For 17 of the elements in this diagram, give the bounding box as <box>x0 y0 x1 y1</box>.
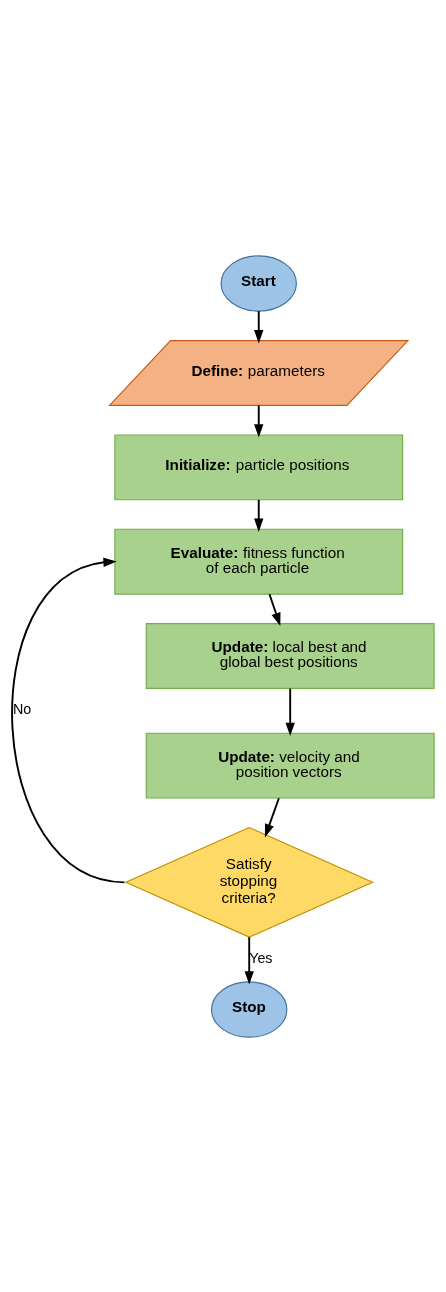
node-box: Update: velocity and position vectors <box>145 732 435 799</box>
arrow <box>268 592 281 626</box>
edge-label: Yes <box>249 949 273 966</box>
node-ellipse: Stop <box>211 980 288 1038</box>
arrow <box>254 309 264 343</box>
node-ellipse: Start <box>220 254 297 312</box>
arrow <box>264 796 280 837</box>
arrow <box>244 935 254 985</box>
node-box: Update: local best and global best positions <box>145 622 435 689</box>
node-box: Initialize: particle positions <box>114 433 404 500</box>
arrow <box>285 687 295 736</box>
arrow <box>254 404 264 438</box>
arrow <box>11 557 126 883</box>
edge-label: No <box>12 700 32 717</box>
node-diamond: Satisfy stopping criteria? <box>124 826 374 938</box>
node-box: Evaluate: fitness function of each particle <box>114 528 404 595</box>
arrow <box>254 498 264 532</box>
